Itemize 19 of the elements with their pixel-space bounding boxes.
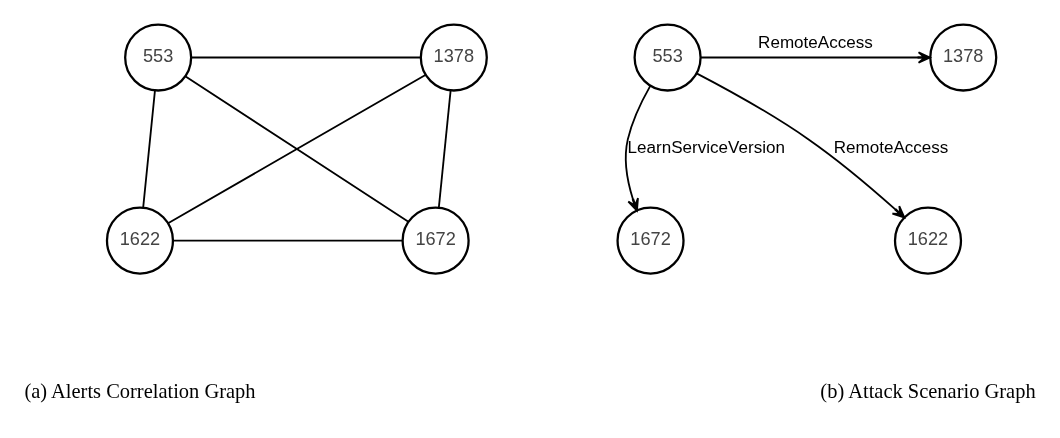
connector xyxy=(172,239,404,242)
label: (a) Alerts Correlation Graph xyxy=(24,379,256,402)
node-circle: 1378 xyxy=(929,23,998,92)
connector xyxy=(190,56,422,59)
node-circle: 553 xyxy=(633,23,702,92)
arrow xyxy=(699,51,931,64)
label: (b) Attack Scenario Graph xyxy=(820,379,1036,402)
arrow xyxy=(695,72,906,219)
edge-label: RemoteAccess xyxy=(833,138,949,158)
node-circle: 1622 xyxy=(105,206,175,275)
connector xyxy=(142,89,156,209)
node-circle: 1672 xyxy=(401,206,470,275)
node-circle: 1672 xyxy=(616,206,685,275)
arrow xyxy=(624,84,652,212)
edge-label: RemoteAccess xyxy=(758,33,873,53)
node-circle: 553 xyxy=(124,23,193,92)
connector xyxy=(437,89,452,209)
node-circle: 1378 xyxy=(419,23,488,92)
edge-label: LearnServiceVersion xyxy=(627,138,785,158)
